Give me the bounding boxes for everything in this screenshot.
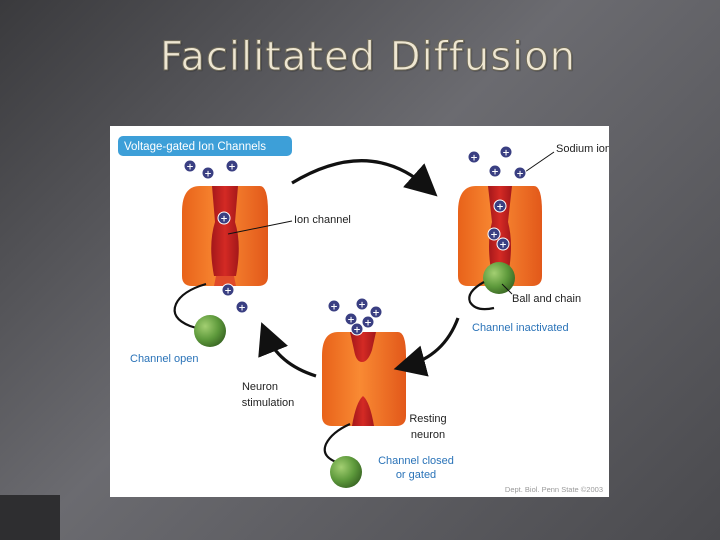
channel-closed-label-line2: or gated: [396, 469, 436, 481]
sodium-ion: +: [183, 159, 197, 173]
corner-decoration: [0, 495, 60, 540]
neuron-stimulation-label-line2: stimulation: [242, 397, 295, 409]
sodium-ion: +: [499, 145, 513, 159]
sodium-ion: +: [327, 299, 341, 313]
inactivation-ball: [483, 262, 515, 294]
svg-text:+: +: [353, 326, 361, 336]
header-badge-text: Voltage-gated Ion Channels: [124, 141, 266, 153]
ball-and-chain-label: Ball and chain: [512, 293, 581, 305]
svg-text:+: +: [358, 301, 366, 311]
cycle-arrow-closed-to-open: [258, 322, 317, 378]
svg-text:+: +: [496, 203, 504, 213]
svg-text:+: +: [204, 170, 212, 180]
ball-and-chain-pointer: [501, 283, 513, 295]
sodium-ion: +: [350, 322, 364, 336]
channel-open-group: [173, 186, 268, 347]
channel-open-label: Channel open: [130, 353, 199, 365]
svg-text:+: +: [224, 287, 232, 297]
sodium-ion: +: [369, 305, 383, 319]
svg-text:+: +: [490, 231, 498, 241]
svg-text:+: +: [372, 309, 380, 319]
sodium-ion: +: [201, 166, 215, 180]
cycle-arrow-open-to-inactivated: [291, 159, 438, 197]
inactivation-ball: [194, 315, 226, 347]
svg-text:+: +: [499, 241, 507, 251]
sodium-ion: +: [355, 297, 369, 311]
sodium-ion: +: [235, 300, 249, 314]
sodium-ion: +: [217, 211, 231, 225]
sodium-ion: +: [225, 159, 239, 173]
svg-text:+: +: [470, 154, 478, 164]
svg-text:+: +: [364, 319, 372, 329]
inactivation-ball: [330, 456, 362, 488]
header-badge: Voltage-gated Ion Channels: [118, 136, 292, 156]
diagram-svg: Voltage-gated Ion Channels: [118, 136, 609, 494]
resting-neuron-label-line1: Resting: [409, 413, 446, 425]
sodium-ion: +: [488, 164, 502, 178]
sodium-ions-label: Sodium ions: [556, 143, 609, 155]
sodium-ion: +: [467, 150, 481, 164]
ion-channel-label: Ion channel: [294, 214, 351, 226]
sodium-ion: +: [493, 199, 507, 213]
sodium-ions: + + + + + + + + + + + + + + + + + + +: [183, 145, 527, 336]
sodium-ion: +: [487, 227, 501, 241]
slide-title: Facilitated Diffusion: [160, 34, 576, 81]
ion-channel-pointer: [227, 220, 293, 235]
channel-closed-group: [322, 332, 406, 488]
svg-text:+: +: [186, 163, 194, 173]
svg-text:+: +: [228, 163, 236, 173]
channel-closed-label-line1: Channel closed: [378, 455, 454, 467]
sodium-ions-pointer: [521, 151, 555, 175]
svg-text:+: +: [491, 168, 499, 178]
svg-text:+: +: [502, 149, 510, 159]
cycle-arrow-inactivated-to-closed: [393, 317, 460, 377]
diagram-panel: Voltage-gated Ion Channels: [110, 126, 609, 497]
sodium-ion: +: [344, 312, 358, 326]
sodium-ion: +: [496, 237, 510, 251]
neuron-stimulation-label-line1: Neuron: [242, 381, 278, 393]
svg-text:+: +: [516, 170, 524, 180]
sodium-ion: +: [361, 315, 375, 329]
sodium-ion: +: [513, 166, 527, 180]
svg-text:+: +: [220, 215, 228, 225]
resting-neuron-label-line2: neuron: [411, 429, 445, 441]
sodium-ion: +: [221, 283, 235, 297]
channel-inactivated-label: Channel inactivated: [472, 322, 569, 334]
svg-text:+: +: [238, 304, 246, 314]
svg-text:+: +: [330, 303, 338, 313]
credit-text: Dept. Biol. Penn State ©2003: [505, 485, 603, 494]
svg-text:+: +: [347, 316, 355, 326]
